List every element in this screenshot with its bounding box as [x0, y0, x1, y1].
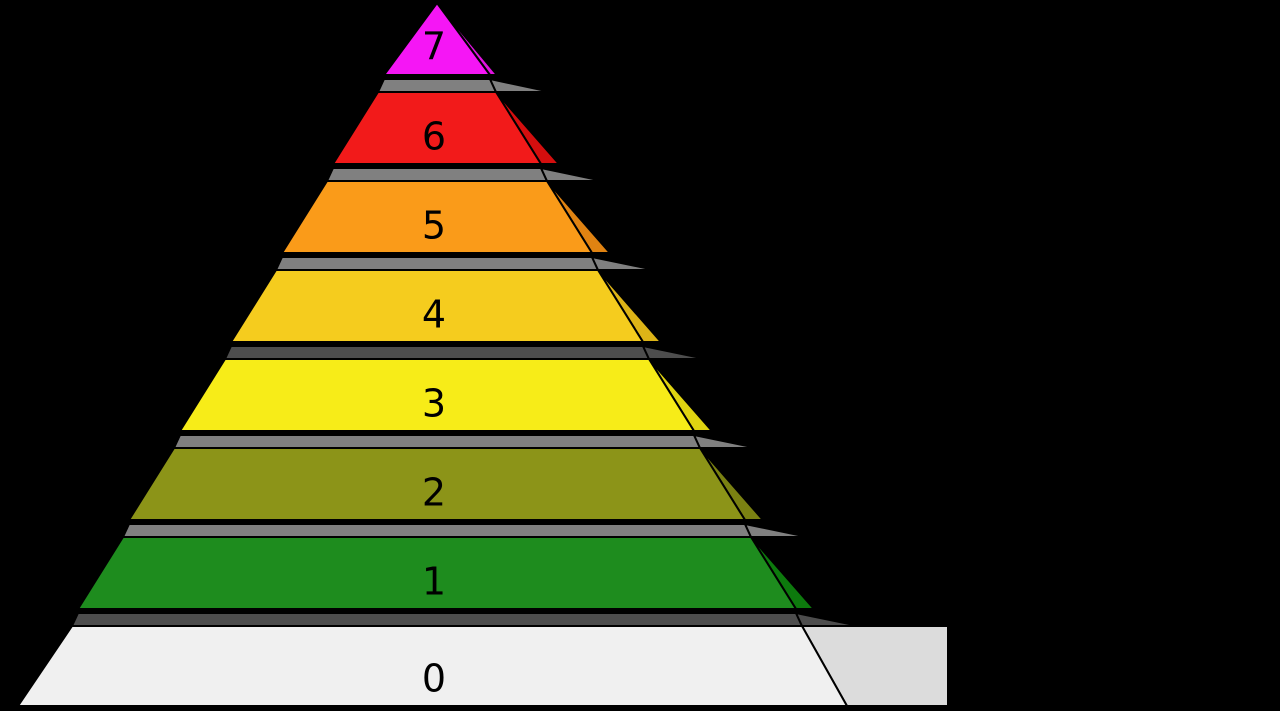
level-separator-side-3: [692, 433, 758, 449]
pyramid-level-2[interactable]: 2: [121, 447, 809, 538]
level-label-1: 1: [422, 560, 446, 604]
level-separator-side-2: [743, 522, 809, 538]
level-label-7: 7: [422, 25, 446, 69]
pyramid-layers-group: 0 1 2 3 4 5 6 7: [16, 1, 949, 707]
pyramid-level-7[interactable]: 7: [376, 1, 552, 93]
level-front-face-7[interactable]: [382, 1, 492, 76]
pyramid-level-3[interactable]: 3: [172, 358, 758, 449]
pyramid-level-1[interactable]: 1: [70, 536, 860, 627]
level-separator-side-7: [488, 77, 552, 93]
pyramid-level-4[interactable]: 4: [223, 269, 707, 360]
level-separator-side-4: [641, 344, 707, 360]
level-separator-side-5: [590, 255, 656, 271]
pyramid-level-5[interactable]: 5: [274, 180, 656, 271]
level-separator-front-5: [274, 256, 600, 271]
pyramid-level-0[interactable]: 0: [16, 625, 949, 707]
level-separator-front-2: [121, 523, 753, 538]
level-separator-front-1: [70, 612, 804, 627]
level-separator-side-1: [794, 611, 860, 627]
level-separator-front-6: [325, 167, 549, 182]
level-separator-side-6: [539, 166, 604, 182]
level-separator-front-4: [223, 345, 651, 360]
level-label-2: 2: [422, 471, 446, 515]
level-label-6: 6: [422, 115, 446, 159]
level-label-3: 3: [422, 382, 446, 426]
level-separator-front-3: [172, 434, 702, 449]
level-label-4: 4: [422, 293, 446, 337]
level-label-0: 0: [422, 657, 446, 701]
level-separator-front-7: [376, 78, 498, 93]
level-label-5: 5: [422, 204, 446, 248]
